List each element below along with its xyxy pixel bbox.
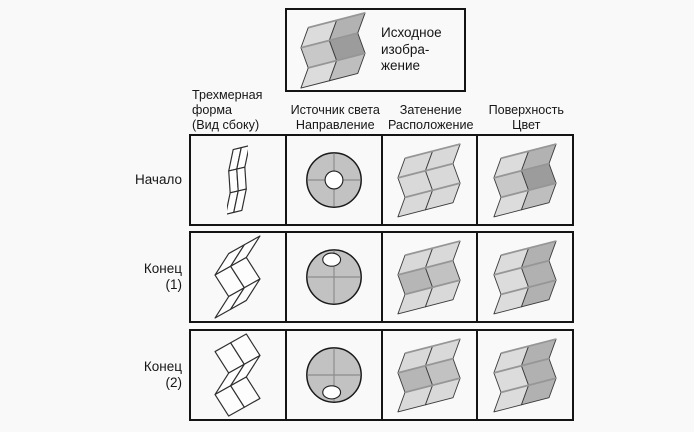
label-line: Расположение [387,118,474,132]
label-line: (1) [165,276,183,292]
surface-color-figure [493,142,557,217]
cell-surface-color [478,233,572,321]
surface-color-figure [493,239,557,314]
surface-color-figure [493,337,557,412]
side-view-figure [214,333,261,417]
shading-figure [397,239,461,314]
cell-shading [383,136,479,224]
label-line: Источник света [290,103,380,117]
cell-light-source [287,331,383,419]
label-line: Конец [143,359,182,374]
source-image-figure-slot [300,11,366,89]
label-line: жение [381,58,421,74]
light-source-figure [305,152,362,208]
cell-shading [383,233,479,321]
label-line: изобра- [381,41,430,57]
cell-3d-form [191,136,287,224]
row-end-1 [189,231,574,323]
label-line: Трехмерная [192,88,263,102]
shading-figure [397,142,461,217]
label-line: Затенение [399,103,462,117]
cell-surface-color [478,331,572,419]
label-line: форма [192,103,233,117]
cell-3d-form [191,331,287,419]
cell-3d-form [191,233,287,321]
shading-figure [397,337,461,412]
side-view-figure [214,235,261,319]
cell-surface-color [478,136,572,224]
row-end-2 [189,329,574,421]
label-line: (2) [165,374,183,390]
label-line: Исходное [381,25,442,41]
label-line: Конец [143,261,182,276]
label-line: Начало [134,172,182,187]
source-chevron-figure [300,11,366,89]
label-line: Направление [295,118,375,132]
row-start [189,134,574,226]
row-label-end-1: Конец(1) [40,261,182,292]
cell-shading [383,331,479,419]
side-view-figure [227,145,249,215]
row-label-start: Начало [40,172,182,188]
cell-light-source [287,233,383,321]
cell-light-source [287,136,383,224]
light-source-figure [305,249,362,305]
label-line: Поверхность [488,103,564,117]
light-source-figure [305,347,362,403]
row-label-end-2: Конец(2) [40,359,182,390]
label-line: Цвет [512,118,541,132]
label-line: (Вид сбоку) [192,118,260,132]
